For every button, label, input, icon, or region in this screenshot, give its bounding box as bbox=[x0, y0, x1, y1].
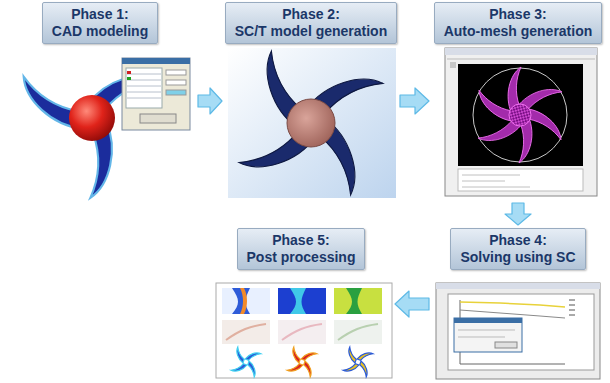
phase-header: Phase 4:Solving using SC bbox=[450, 228, 585, 270]
phase-label: Auto-mesh generation bbox=[444, 23, 593, 40]
flow-arrow bbox=[198, 88, 222, 114]
phase-header: Phase 3:Auto-mesh generation bbox=[434, 2, 603, 44]
phase-label: Phase 3: bbox=[444, 6, 593, 23]
phase-panel: Phase 4:Solving using SC bbox=[432, 228, 604, 380]
phase-header: Phase 1:CAD modeling bbox=[42, 2, 158, 44]
phase-label: Post processing bbox=[247, 249, 356, 266]
cad-impeller bbox=[10, 48, 195, 200]
solver-window bbox=[436, 283, 600, 379]
flow-arrow bbox=[505, 203, 531, 225]
flow-arrow bbox=[400, 88, 429, 114]
phase-label: Phase 2: bbox=[235, 6, 387, 23]
phase-label: SC/T model generation bbox=[235, 23, 387, 40]
phase-label: Phase 4: bbox=[460, 232, 575, 249]
phase-panel: Phase 5:Post processing bbox=[210, 228, 392, 380]
phase-panel: Phase 1:CAD modeling bbox=[5, 2, 195, 200]
phase-panel: Phase 2:SC/T model generation bbox=[225, 2, 397, 200]
results-panel bbox=[216, 283, 392, 378]
phase-label: Solving using SC bbox=[460, 249, 575, 266]
phase-label: CAD modeling bbox=[52, 23, 148, 40]
phase-header: Phase 5:Post processing bbox=[237, 228, 366, 270]
phase-label: Phase 1: bbox=[52, 6, 148, 23]
phase-header: Phase 2:SC/T model generation bbox=[225, 2, 397, 44]
sct-impeller bbox=[228, 48, 396, 198]
flow-arrow bbox=[395, 291, 429, 317]
cad-dialog bbox=[122, 58, 190, 130]
phase-label: Phase 5: bbox=[247, 232, 356, 249]
phase-panel: Phase 3:Auto-mesh generation bbox=[432, 2, 604, 200]
mesh-window bbox=[445, 48, 597, 196]
